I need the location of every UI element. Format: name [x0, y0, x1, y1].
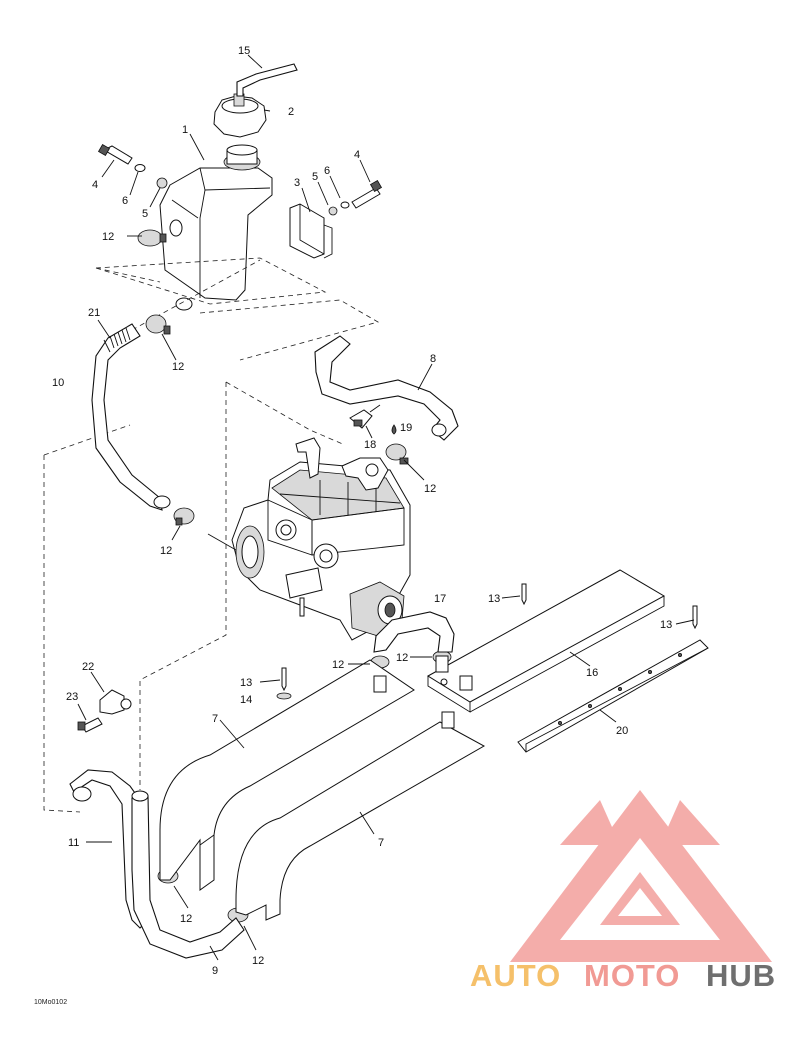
watermark-logo-icon: [510, 790, 772, 962]
engine-block: [231, 437, 411, 641]
washer-icon: [276, 692, 292, 700]
clamp-icon: [385, 443, 409, 465]
clamp-icon: [173, 507, 195, 526]
callout-12-a: 12: [102, 231, 114, 243]
callout-4-left: 4: [92, 179, 98, 191]
left-upper-hose: [91, 323, 171, 511]
callout-5-left: 5: [142, 208, 148, 220]
callout-6-right: 6: [324, 165, 330, 177]
reservoir-bracket: [289, 203, 333, 259]
watermark-auto: AUTO: [470, 958, 561, 993]
callout-7-upper: 7: [212, 713, 218, 725]
callout-13-b: 13: [660, 619, 672, 631]
callout-12-g: 12: [180, 913, 192, 925]
callout-9: 9: [212, 965, 218, 977]
heat-exchanger-lower-right: [235, 711, 486, 921]
callout-7-lower: 7: [378, 837, 384, 849]
clamp-icon: [145, 314, 171, 335]
callout-12-b: 12: [172, 361, 184, 373]
drop-icon: [391, 424, 397, 435]
watermark-moto: MOTO: [584, 958, 680, 993]
callout-21: 21: [88, 307, 100, 319]
heat-exchanger-lower-left: [159, 659, 415, 891]
callout-12-d: 12: [160, 545, 172, 557]
left-bolt-washers: [97, 143, 168, 189]
callout-5-right: 5: [312, 171, 318, 183]
lower-u-hose: [131, 795, 245, 959]
callout-12-f: 12: [396, 652, 408, 664]
diagram-reference-code: 10Mo0102: [34, 999, 67, 1006]
hose-fitting-bracket: [77, 689, 132, 733]
temperature-sensor: [349, 404, 381, 429]
callout-labels: 15 2 1 4 6 5 3 5 6 4 12 21 12 10 8 18 19…: [52, 45, 672, 977]
callout-15: 15: [238, 45, 250, 57]
callout-12-h: 12: [252, 955, 264, 967]
callout-19: 19: [400, 422, 412, 434]
screw-icons: [281, 583, 698, 692]
vent-hose: [236, 63, 298, 97]
callout-2: 2: [288, 106, 294, 118]
callout-17: 17: [434, 593, 446, 605]
watermark-hub: HUB: [706, 958, 776, 993]
clamp-icon: [137, 229, 167, 247]
engine-outlet-hose: [373, 611, 455, 653]
callout-23: 23: [66, 691, 78, 703]
callout-22: 22: [82, 661, 94, 673]
callout-13-c: 13: [240, 677, 252, 689]
callout-6-left: 6: [122, 195, 128, 207]
leader-lines: [77, 54, 695, 961]
alignment-dash-lines: [43, 257, 380, 813]
callout-4-right: 4: [354, 149, 360, 161]
callout-14: 14: [240, 694, 252, 706]
callout-16: 16: [586, 667, 598, 679]
callout-20: 20: [616, 725, 628, 737]
upper-right-hose: [314, 335, 459, 441]
callout-12-c: 12: [424, 483, 436, 495]
heat-exchanger-upper: [427, 569, 666, 713]
callout-8: 8: [430, 353, 436, 365]
coolant-reservoir: [159, 144, 273, 311]
callout-13-a: 13: [488, 593, 500, 605]
callout-12-e: 12: [332, 659, 344, 671]
callout-10: 10: [52, 377, 64, 389]
right-bolt-washers: [328, 179, 383, 216]
callout-3: 3: [294, 177, 300, 189]
callout-11: 11: [68, 837, 79, 849]
watermark-wordmark: AUTO MOTO HUB: [470, 958, 776, 993]
callout-18: 18: [364, 439, 376, 451]
reservoir-cap: [213, 93, 267, 138]
callout-1: 1: [182, 124, 188, 136]
mounting-rail: [517, 639, 709, 753]
